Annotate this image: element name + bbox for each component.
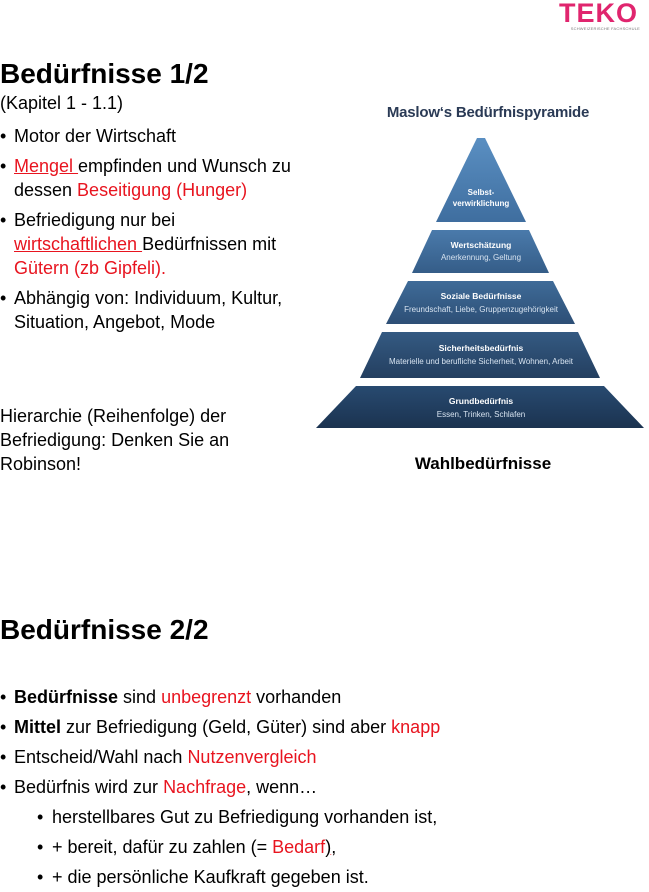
bullet-text: vorhanden [251, 687, 342, 707]
bullet-entscheid: Entscheid/Wahl nach Nutzenvergleich [0, 742, 640, 772]
level-5-title: Grundbedürfnis [449, 396, 513, 406]
bullet-befriedigung: Befriedigung nur bei wirtschaftlichen Be… [0, 208, 300, 280]
section2-bullet-list: Bedürfnisse sind unbegrenzt vorhanden Mi… [0, 682, 640, 892]
pyramid-level-5 [316, 386, 644, 428]
highlight-nutzenvergleich: Nutzenvergleich [187, 747, 317, 767]
highlight-wirtschaftlichen: wirtschaftlichen [14, 234, 143, 254]
bullet-text: , [331, 837, 337, 857]
bullet-mangel: Mengel empfinden und Wunsch zu dessen Be… [0, 154, 300, 202]
highlight-guetern: Gütern (zb Gipfeli). [14, 258, 167, 278]
bold-beduerfnisse: Bedürfnisse [14, 687, 119, 707]
bullet-text: , wenn… [246, 777, 318, 797]
bullet-text: Befriedigung nur bei [14, 210, 176, 230]
subbullet-kaufkraft: + die persönliche Kaufkraft gegeben ist. [0, 862, 640, 892]
bullet-text: Abhängig von: Individuum, Kultur, Situat… [14, 288, 283, 332]
teko-logo: TEKO [558, 0, 638, 28]
bullet-mittel: Mittel zur Befriedigung (Geld, Güter) si… [0, 712, 640, 742]
bullet-text: + die persönliche Kaufkraft gegeben ist. [52, 867, 369, 887]
level-4-title: Sicherheitsbedürfnis [439, 343, 524, 353]
subbullet-herstellbar: herstellbares Gut zu Befriedigung vorhan… [0, 802, 640, 832]
bullet-text: Bedürfnissen mit [142, 234, 277, 254]
bullet-text: Motor der Wirtschaft [14, 126, 177, 146]
pyramid-level-4 [360, 332, 600, 378]
pyramid-level-3 [386, 281, 575, 324]
closing-paren: ) [325, 837, 332, 857]
level-2-title: Wertschätzung [451, 240, 512, 250]
level-3-sub: Freundschaft, Liebe, Gruppenzugehörigkei… [404, 305, 559, 314]
subbullet-bedarf: + bereit, dafür zu zahlen (= Bedarf), [0, 832, 640, 862]
section1-bullet-list: Motor der Wirtschaft Mengel empfinden un… [0, 124, 300, 340]
bullet-text: + bereit, dafür zu zahlen (= [52, 837, 273, 857]
section1-subtitle: (Kapitel 1 - 1.1) [0, 93, 124, 113]
bullet-text: empfinden und Wunsch zu dessen [14, 156, 291, 200]
bullet-text: herstellbares Gut zu Befriedigung vorhan… [52, 807, 438, 827]
bullet-text: Entscheid/Wahl nach [14, 747, 188, 767]
pyramid-level-2 [412, 230, 549, 273]
level-2-sub: Anerkennung, Geltung [441, 253, 521, 262]
bullet-text: Bedürfnis wird zur [14, 777, 164, 797]
maslow-pyramid: Selbst- verwirklichung Wertschätzung Ane… [316, 138, 644, 428]
section1-title: Bedürfnisse 1/2 [0, 58, 209, 89]
highlight-beseitigung: Beseitigung (Hunger) [77, 180, 248, 200]
section2-title: Bedürfnisse 2/2 [0, 614, 209, 645]
highlight-bedarf: Bedarf [272, 837, 326, 857]
hierarchy-paragraph: Hierarchie (Reihenfolge) der Befriedigun… [0, 406, 230, 474]
pyramid-level-1 [436, 138, 526, 222]
highlight-nachfrage: Nachfrage [163, 777, 247, 797]
highlight-mengel: Mengel [14, 156, 79, 176]
level-4-sub: Materielle und berufliche Sicherheit, Wo… [389, 357, 574, 366]
bold-mittel: Mittel [14, 717, 61, 737]
pyramid-title: Maslow‘s Bedürfnispyramide [386, 104, 590, 121]
level-1-title-2: verwirklichung [453, 199, 510, 208]
level-5-sub: Essen, Trinken, Schlafen [437, 410, 526, 419]
bullet-text: sind [118, 687, 162, 707]
highlight-unbegrenzt: unbegrenzt [161, 687, 252, 707]
level-1-title: Selbst- [468, 188, 495, 197]
bullet-text: zur Befriedigung (Geld, Güter) sind aber [61, 717, 392, 737]
pyramid-caption: Wahlbedürfnisse [414, 454, 552, 473]
bullet-motor: Motor der Wirtschaft [0, 124, 300, 148]
highlight-knapp: knapp [391, 717, 441, 737]
level-3-title: Soziale Bedürfnisse [441, 291, 522, 301]
logo-tagline: SCHWEIZERISCHE FACHSCHULE [570, 26, 640, 31]
bullet-nachfrage: Bedürfnis wird zur Nachfrage, wenn… [0, 772, 640, 802]
bullet-abhaengig: Abhängig von: Individuum, Kultur, Situat… [0, 286, 300, 334]
bullet-unbegrenzt: Bedürfnisse sind unbegrenzt vorhanden [0, 682, 640, 712]
